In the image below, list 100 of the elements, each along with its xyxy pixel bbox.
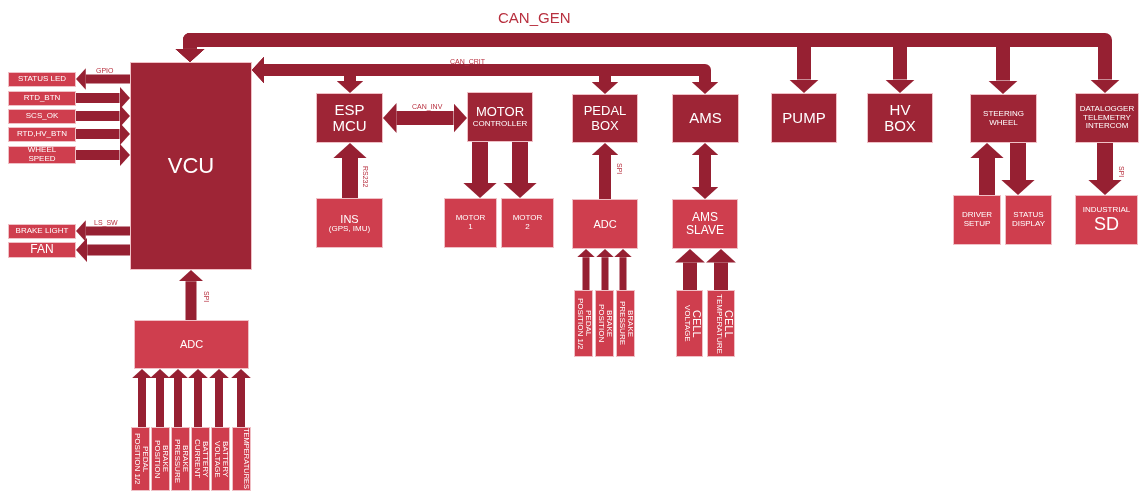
node-label: DRIVER SETUP (960, 211, 994, 229)
arrow (178, 270, 204, 320)
node-label: CELL (723, 309, 734, 338)
arrow (252, 56, 719, 94)
node-label: BRAKE LIGHT (15, 227, 69, 236)
arrow (463, 142, 497, 198)
node-label: INDUSTRIAL (1082, 205, 1131, 215)
signal-box (953, 195, 1001, 245)
node-label: BATTERY VOLTAGE (213, 439, 229, 480)
node-label: HV BOX (883, 101, 917, 135)
node-label: BRAKE POSITION (597, 303, 613, 344)
arrow (706, 249, 736, 290)
node-label: PEDAL POSITION 1/2 (576, 296, 592, 352)
node-label: WHEEL SPEED (26, 146, 58, 164)
node-label: SCS_OK (25, 112, 59, 121)
arrow (231, 369, 251, 427)
node-label: MOTOR 2 (512, 214, 543, 232)
signal-box (211, 427, 230, 491)
signal-box (131, 427, 150, 491)
arrow (675, 249, 705, 290)
arrow (76, 86, 130, 110)
node-label: PEDAL BOX (582, 104, 628, 133)
signal-box (191, 427, 210, 491)
node-label: CONTROLLER (472, 119, 528, 129)
node-label: RTD_BTN (23, 94, 61, 103)
node-label: ESP MCU (331, 101, 368, 135)
module-box (316, 93, 383, 143)
module-box (572, 94, 638, 143)
signal-box (595, 290, 614, 357)
node-label: AMS SLAVE (685, 210, 725, 238)
node-label: BRAKE PRESSURE (618, 300, 634, 348)
node-label: DISPLAY (1011, 220, 1046, 229)
signal-box (171, 427, 190, 491)
signal-box (8, 224, 76, 239)
arrow (150, 369, 170, 427)
arrow (691, 143, 719, 199)
node-label: VCU (167, 153, 215, 179)
arrow (76, 143, 130, 167)
node-label: STATUS LED (17, 75, 67, 84)
node-label: STEERING WHEEL (982, 109, 1025, 128)
arrow (591, 143, 619, 199)
signal-box (232, 427, 251, 491)
node-label: AMS (689, 110, 722, 127)
arrow (1088, 143, 1122, 195)
signal-box (1005, 195, 1052, 245)
signal-box (572, 199, 638, 249)
arrow (76, 68, 130, 90)
signal-box (574, 290, 593, 357)
arrow (1001, 143, 1035, 195)
signal-box (1075, 195, 1138, 245)
signal-box (8, 146, 76, 164)
node-label: DATALOGGER TELEMETRY INTERCOM (1078, 104, 1136, 132)
module-box (1075, 93, 1139, 143)
arrow (383, 103, 467, 133)
signal-box (134, 320, 249, 369)
signal-box (8, 109, 76, 124)
node-label: (GPS, IMU) (328, 224, 371, 234)
arrow (76, 220, 130, 242)
node-label: PUMP (782, 109, 826, 127)
node-label: VOLTAGE (683, 305, 691, 342)
arrow (614, 249, 632, 290)
signal-box (501, 198, 554, 248)
arrow (188, 369, 208, 427)
module-box (771, 93, 837, 143)
module-box (467, 92, 533, 142)
arrow (503, 142, 537, 198)
node-label: SD (1094, 214, 1119, 235)
arrow (970, 143, 1004, 195)
arrow (168, 369, 188, 427)
signal-box (8, 72, 76, 87)
node-label: BATTERY CURRENT (193, 438, 209, 481)
signal-box (8, 127, 76, 142)
node-label: FAN (30, 243, 54, 257)
module-box (867, 93, 933, 143)
signal-box (444, 198, 497, 248)
node-label: ADC (179, 338, 204, 351)
node-label: INS (340, 212, 359, 225)
arrow (76, 237, 130, 263)
module-box (130, 62, 252, 270)
signal-box (316, 198, 383, 248)
signal-box (676, 290, 703, 357)
arrow (209, 369, 229, 427)
node-label: TEMPERATURE (715, 293, 723, 354)
arrow (596, 249, 614, 290)
arrow (76, 122, 130, 146)
node-label: RTD,HV_BTN (16, 130, 68, 139)
arrow (333, 143, 367, 198)
signal-box (8, 242, 76, 258)
node-label: MOTOR (475, 105, 525, 120)
signal-box (672, 199, 738, 249)
module-box (672, 94, 739, 143)
arrow (132, 369, 152, 427)
signal-box (151, 427, 170, 491)
node-label: MOTOR 1 (455, 214, 486, 232)
arrow (577, 249, 595, 290)
node-label: CELL (691, 309, 702, 338)
signal-box (616, 290, 635, 357)
module-box (970, 94, 1037, 143)
signal-box (707, 290, 735, 357)
node-label: STATUS (1013, 211, 1044, 220)
